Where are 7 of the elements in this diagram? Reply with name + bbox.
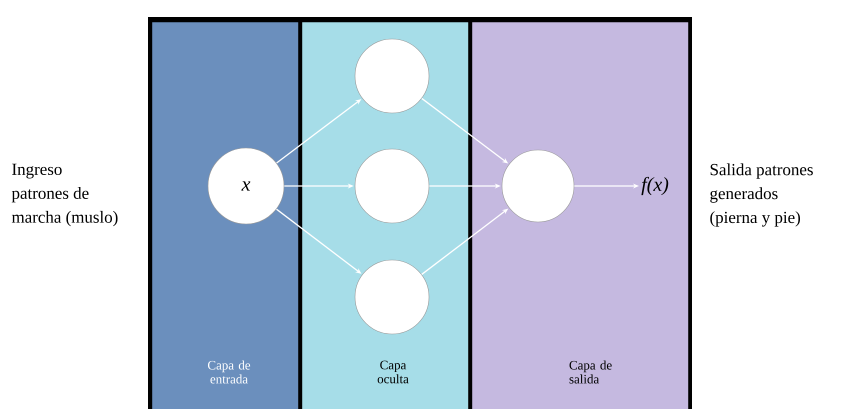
neuron-circle	[354, 148, 430, 224]
output-label: f(x)	[641, 176, 668, 196]
neuron-circle	[354, 38, 430, 114]
neuron-circle	[354, 260, 430, 334]
side-note: Ingreso patrones de marcha (muslo)	[12, 164, 118, 226]
side-note: Salida patrones generados (pierna y pie)	[710, 163, 813, 227]
neuron-circle	[502, 150, 574, 222]
